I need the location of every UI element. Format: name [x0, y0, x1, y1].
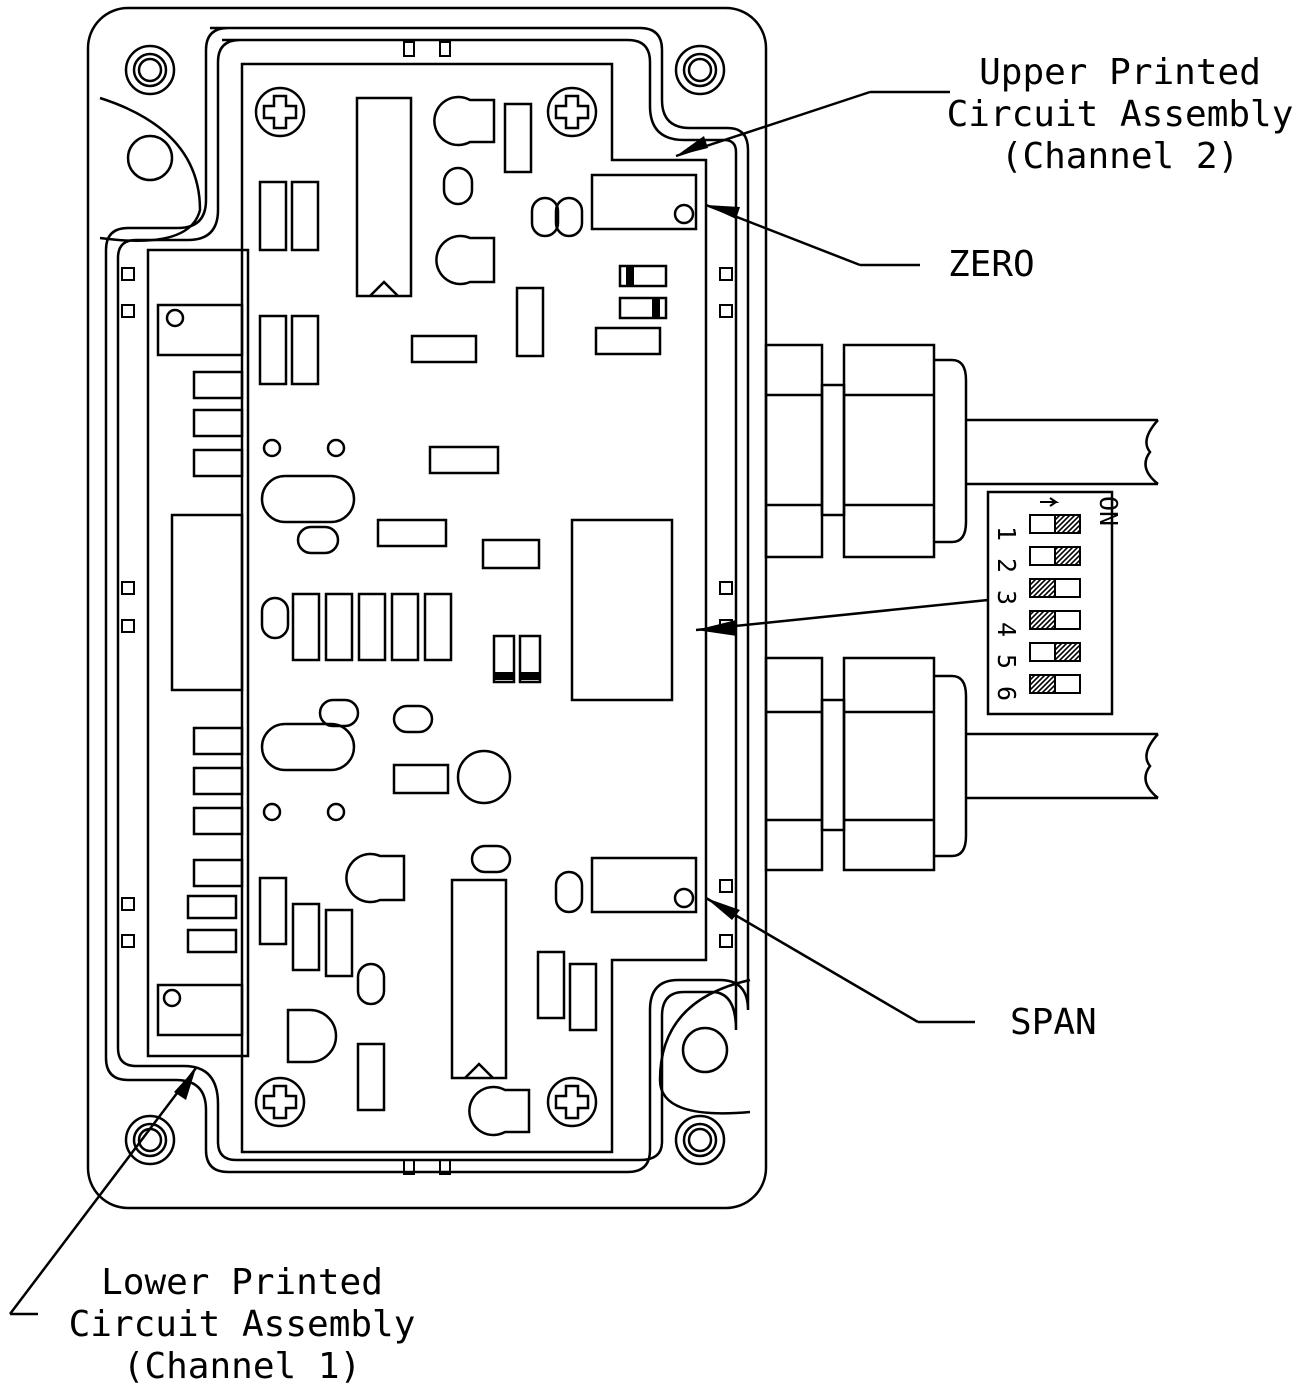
dip-position-label: 2 — [992, 558, 1021, 573]
dip-position-label: 6 — [992, 686, 1021, 701]
board-screw-icon — [254, 1076, 306, 1128]
lower-pca-line-1: Lower Printed — [101, 1262, 383, 1303]
upper-pca-line-2: Circuit Assembly — [947, 94, 1294, 135]
zero-label: ZERO — [948, 244, 1035, 285]
leader-lines — [9, 90, 989, 1316]
side-tabs — [719, 267, 733, 948]
mount-hole-icon — [124, 44, 176, 96]
board-screw-icon — [254, 86, 306, 138]
upper-pca-line-3: (Channel 2) — [1001, 136, 1239, 177]
lower-pca-line-2: Circuit Assembly — [69, 1304, 416, 1345]
lower-pca-label: Lower Printed Circuit Assembly (Channel … — [69, 1262, 416, 1384]
mount-hole-icon — [124, 1114, 176, 1166]
board-screw-icon — [546, 86, 598, 138]
zero-pot — [590, 173, 698, 231]
dip-position-label: 1 — [992, 526, 1021, 541]
board-screw-icon — [546, 1076, 598, 1128]
dip-on-label: ON — [1094, 496, 1123, 526]
span-label: SPAN — [1010, 1002, 1097, 1043]
dip-switch-actuator — [1054, 642, 1081, 662]
cable-gland-lower — [764, 656, 1159, 872]
upper-pca-label: Upper Printed Circuit Assembly (Channel … — [947, 52, 1294, 177]
dip-switch-detail: ON 1 2 3 4 5 6 — [986, 490, 1123, 716]
lower-pca-line-3: (Channel 1) — [123, 1346, 361, 1384]
upper-circuit-board — [240, 62, 708, 1154]
board-dip-switch — [570, 518, 674, 702]
lower-circuit-board — [121, 248, 250, 1058]
dip-position-label: 3 — [992, 590, 1021, 605]
dip-switch-actuator — [1029, 674, 1056, 694]
dip-switch-actuator — [1054, 514, 1081, 534]
dip-switch-actuator — [1054, 546, 1081, 566]
dip-position-label: 4 — [992, 622, 1021, 637]
upper-pca-line-1: Upper Printed — [979, 52, 1261, 93]
mount-hole-icon — [674, 44, 726, 96]
dip-switch-actuator — [1029, 610, 1056, 630]
dip-position-label: 5 — [992, 654, 1021, 669]
enclosure-body — [86, 6, 768, 1210]
mount-hole-icon — [674, 1114, 726, 1166]
span-pot — [590, 856, 698, 914]
dip-switch-actuator — [1029, 578, 1056, 598]
cable-gland-upper — [764, 343, 1159, 559]
